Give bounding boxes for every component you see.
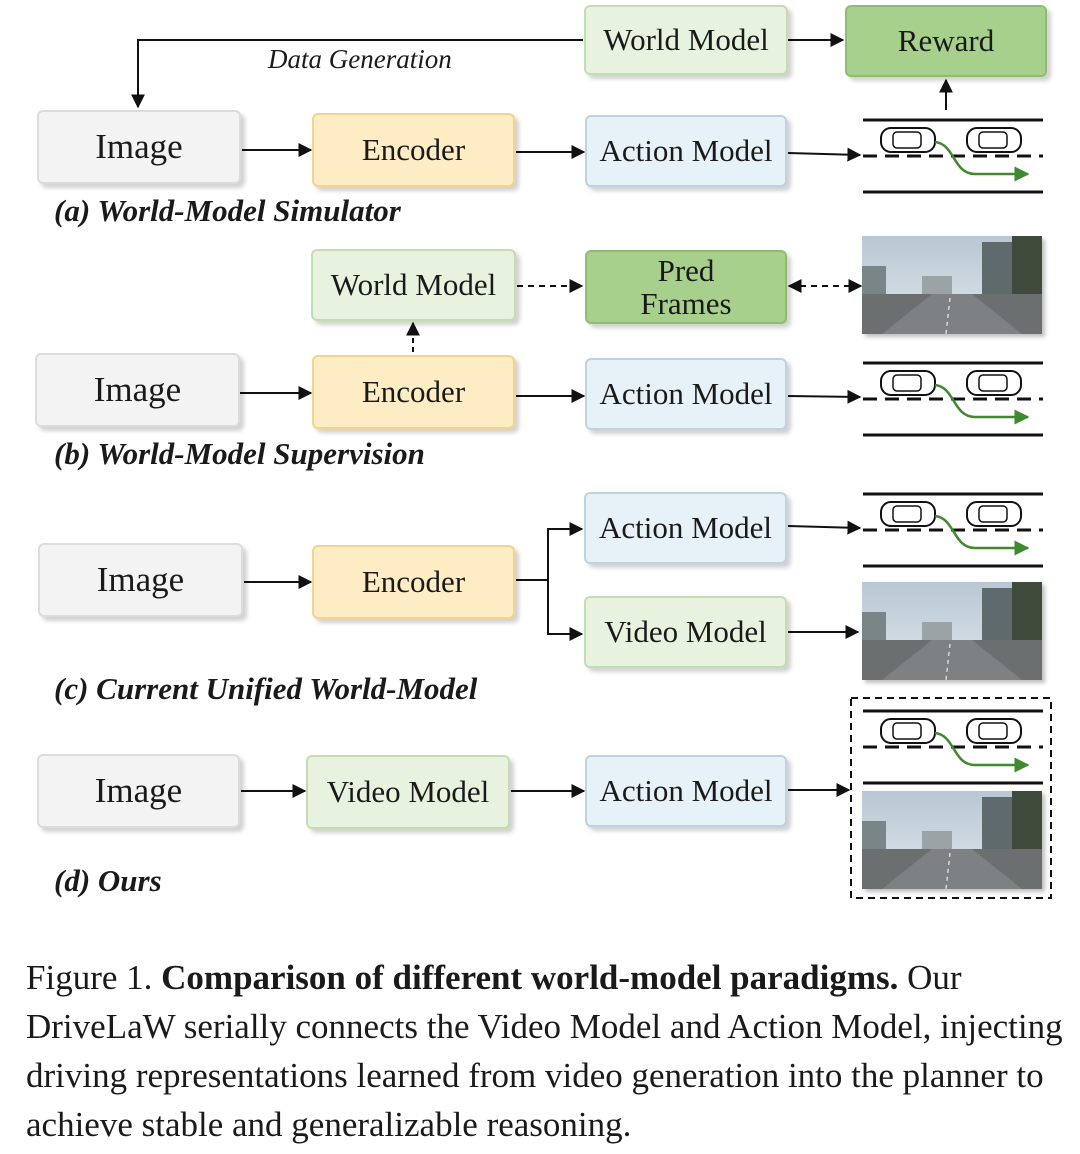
encoder-branch-line-2: [547, 580, 584, 641]
caption-bold: Comparison of different world-model para…: [161, 958, 899, 997]
car-icon: [880, 501, 936, 527]
road-photo-d: [862, 791, 1042, 889]
car-icon: [966, 127, 1022, 153]
section-label-d: (d) Ours: [54, 863, 162, 898]
diagram-connectors: [131, 33, 1052, 899]
action-model-box-a: Action Model: [585, 115, 787, 187]
car-icon: [966, 501, 1022, 527]
car-icon: [880, 370, 936, 396]
action-model-box-d: Action Model: [585, 755, 787, 827]
road-photo-c: [862, 582, 1042, 680]
encoder-box-a: Encoder: [312, 113, 515, 187]
driving-scene-d: [863, 709, 1043, 785]
car-icon: [966, 718, 1022, 744]
figure-caption: Figure 1. Comparison of different world-…: [26, 953, 1066, 1149]
reward-box: Reward: [845, 5, 1047, 77]
video-model-box-c: Video Model: [584, 596, 787, 668]
output-dashed-frame: [850, 697, 1052, 899]
world-model-box-a: World Model: [584, 5, 788, 75]
section-label-c: (c) Current Unified World-Model: [54, 671, 478, 706]
action-to-scene-arrow-c: [787, 520, 862, 535]
encoder-branch-line: [516, 522, 584, 581]
car-icon: [966, 370, 1022, 396]
driving-scene-c: [863, 492, 1043, 568]
data-generation-label: Data Generation: [268, 44, 452, 74]
driving-scene-b: [863, 361, 1043, 437]
road-photo-b: [862, 236, 1042, 334]
encoder-box-b: Encoder: [312, 355, 515, 429]
caption-prefix: Figure 1.: [26, 958, 153, 997]
driving-scene-a: [863, 118, 1043, 194]
section-label-a: (a) World-Model Simulator: [54, 193, 401, 228]
car-icon: [880, 127, 936, 153]
action-model-box-c: Action Model: [584, 492, 787, 564]
pred-frames-line1: Pred: [657, 253, 715, 288]
section-label-b: (b) World-Model Supervision: [54, 436, 425, 471]
action-to-scene-arrow-b: [787, 389, 862, 404]
image-box-b: Image: [35, 353, 240, 427]
pred-frames-box: Pred Frames: [585, 250, 787, 324]
action-to-scene-arrow-a: [787, 147, 862, 162]
pred-frames-line2: Frames: [640, 286, 732, 321]
action-model-box-b: Action Model: [585, 358, 787, 430]
image-box-c: Image: [38, 543, 243, 617]
image-box-d: Image: [37, 754, 240, 828]
video-model-box-d: Video Model: [306, 755, 510, 829]
car-icon: [880, 718, 936, 744]
caption-rest: Our DriveLaW serially connects the Video…: [26, 958, 1063, 1144]
data-generation-arrow: [131, 39, 583, 109]
image-box-a: Image: [37, 110, 241, 184]
encoder-box-c: Encoder: [312, 545, 515, 619]
world-model-box-b: World Model: [311, 249, 516, 321]
